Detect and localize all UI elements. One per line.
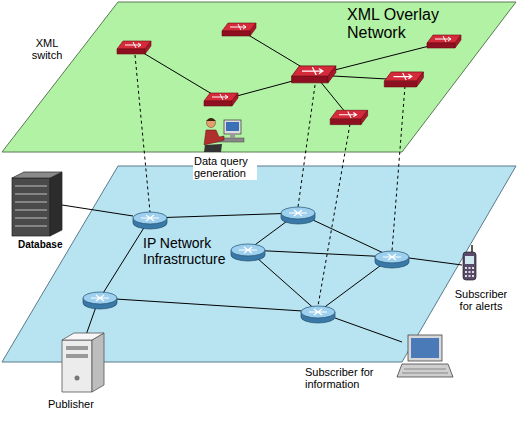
ip-router xyxy=(231,244,265,261)
overlay-plane: XML Overlay Network xyxy=(2,2,517,152)
ip-router xyxy=(281,207,315,224)
plane-title: XML Overlay Network xyxy=(347,6,459,42)
xml-switch xyxy=(222,23,256,36)
ip-router xyxy=(301,306,335,323)
access-link xyxy=(62,205,133,216)
icon-label: XML switch xyxy=(22,37,72,62)
laptop-icon xyxy=(397,335,453,377)
ip-links xyxy=(62,205,462,342)
mapping-line xyxy=(298,85,315,207)
query-user-icon xyxy=(204,118,244,152)
plane-title: IP Network Infrastructure xyxy=(143,236,243,267)
plane-outline xyxy=(2,2,517,152)
mapping-lines xyxy=(135,55,405,306)
access-link xyxy=(335,318,402,342)
phone-icon xyxy=(463,245,476,280)
xml-switch xyxy=(427,35,461,48)
ip-router xyxy=(133,212,167,229)
database-icon xyxy=(12,172,62,236)
ip-routers xyxy=(83,207,409,323)
mapping-line xyxy=(135,55,150,212)
xml-switch xyxy=(117,41,151,54)
icon-label: Subscriber for alerts xyxy=(450,288,512,313)
xml-switch xyxy=(204,93,238,106)
publisher-icon xyxy=(62,333,104,392)
plane-shape xyxy=(2,166,516,362)
ip-router xyxy=(375,251,409,268)
mapping-line xyxy=(392,86,405,251)
access-link xyxy=(409,258,462,265)
icon-label: Publisher xyxy=(48,398,108,410)
overlay-links xyxy=(135,30,445,118)
icon-label: Data query generation xyxy=(193,155,257,180)
ip-link xyxy=(248,250,392,257)
ip-link xyxy=(100,218,150,298)
overlay-link xyxy=(135,48,222,100)
xml-switch xyxy=(330,110,367,124)
plane-shape xyxy=(2,2,516,152)
mapping-line xyxy=(318,124,350,306)
icon-label: Database xyxy=(18,239,68,250)
xml-switch xyxy=(292,66,336,83)
ip-link xyxy=(150,213,298,218)
ip-link xyxy=(100,298,318,312)
ip-router xyxy=(83,292,117,309)
xml-switch xyxy=(384,72,423,87)
icon-label: Subscriber for information xyxy=(305,366,395,391)
xml-switches xyxy=(117,23,461,125)
